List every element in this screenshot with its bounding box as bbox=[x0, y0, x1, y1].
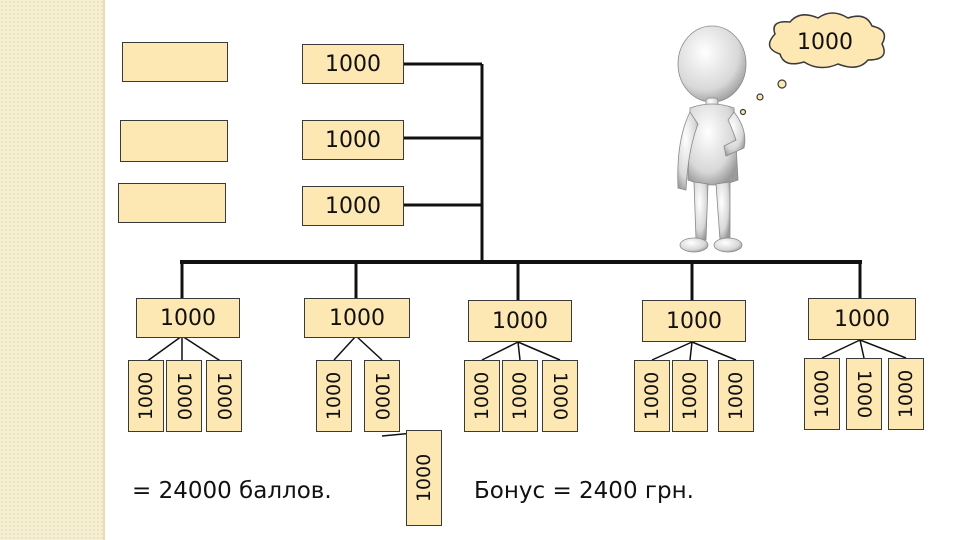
decorative-side-strip bbox=[0, 0, 105, 540]
group-head-1: 1000 bbox=[136, 298, 240, 338]
leaf-box: 1000 bbox=[846, 358, 882, 430]
thought-bubble-text: 1000 bbox=[797, 30, 853, 55]
sub-leaf-box: 1000 bbox=[406, 430, 442, 526]
leaf-box: 1000 bbox=[316, 360, 352, 432]
leaf-box: 1000 bbox=[166, 360, 202, 432]
leaf-box: 1000 bbox=[542, 360, 578, 432]
leaf-box: 1000 bbox=[364, 360, 400, 432]
top-box-3: 1000 bbox=[302, 186, 404, 226]
empty-box-1 bbox=[122, 42, 228, 82]
leaf-box: 1000 bbox=[206, 360, 242, 432]
leaf-box: 1000 bbox=[502, 360, 538, 432]
leaf-box: 1000 bbox=[128, 360, 164, 432]
empty-box-2 bbox=[120, 120, 228, 162]
bonus-text: Бонус = 2400 грн. bbox=[474, 478, 694, 504]
top-box-2: 1000 bbox=[302, 120, 404, 160]
leaf-box: 1000 bbox=[718, 360, 754, 432]
leaf-box: 1000 bbox=[804, 358, 840, 430]
total-points-text: = 24000 баллов. bbox=[132, 478, 332, 504]
leaf-box: 1000 bbox=[634, 360, 670, 432]
group-head-3: 1000 bbox=[468, 300, 572, 342]
group-head-4: 1000 bbox=[642, 300, 746, 342]
group-head-5: 1000 bbox=[808, 298, 916, 340]
group-head-2: 1000 bbox=[304, 298, 410, 338]
leaf-box: 1000 bbox=[888, 358, 924, 430]
leaf-box: 1000 bbox=[672, 360, 708, 432]
top-box-1: 1000 bbox=[302, 44, 404, 84]
side-strip-edge bbox=[103, 0, 105, 540]
empty-box-3 bbox=[118, 183, 226, 223]
leaf-box: 1000 bbox=[464, 360, 500, 432]
